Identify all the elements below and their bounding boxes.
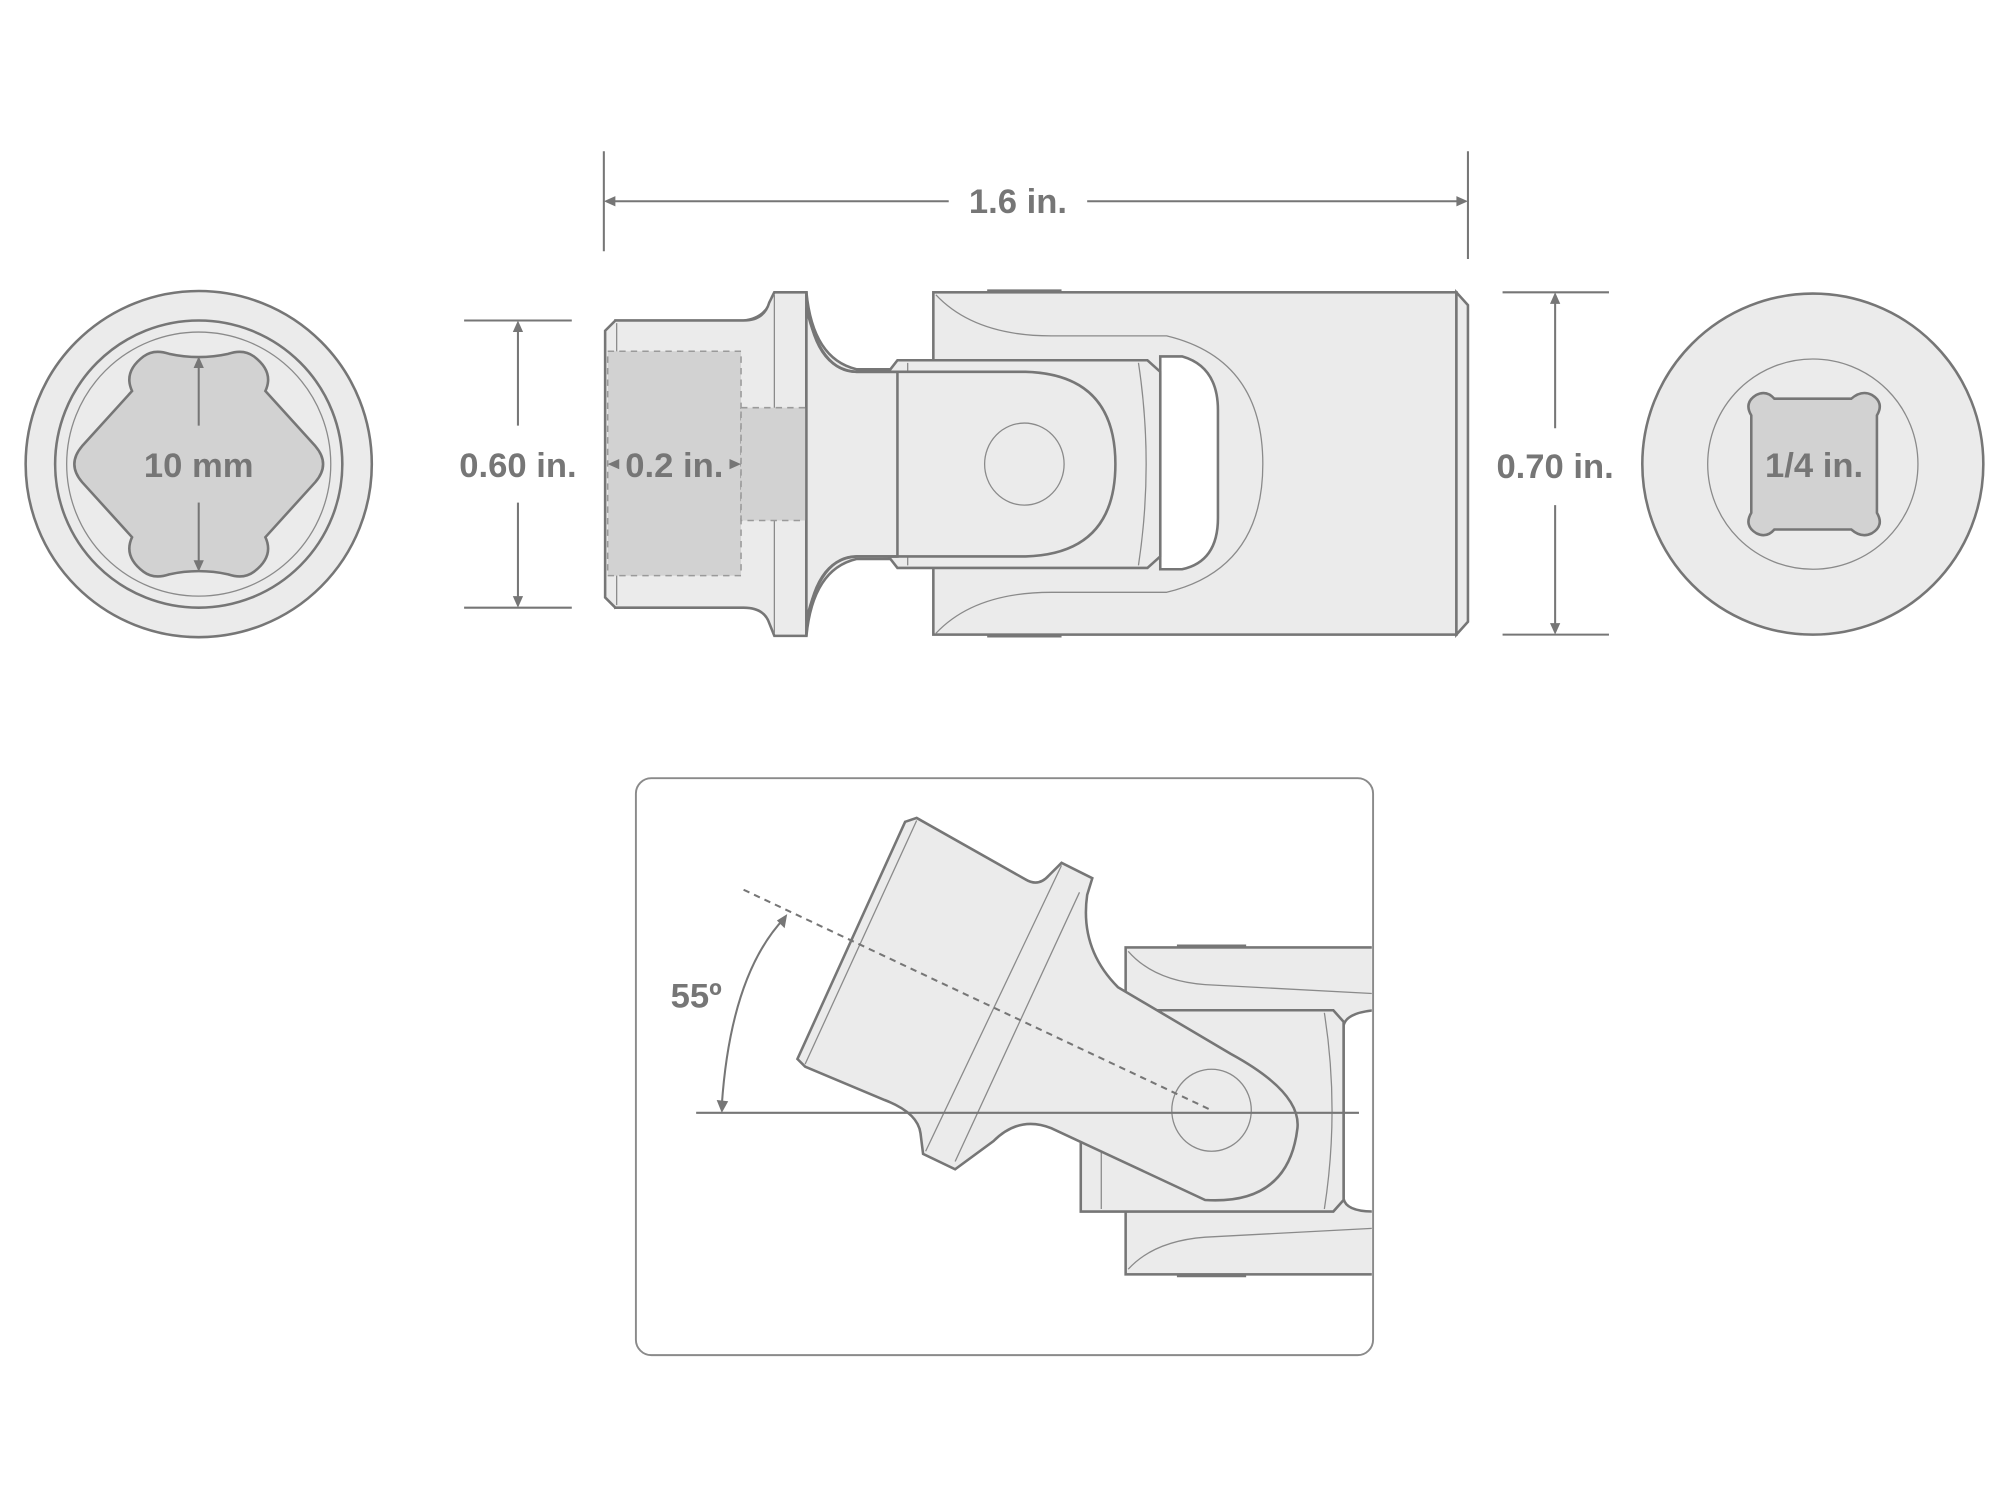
chamfer-line — [804, 820, 918, 1065]
arrow-down-icon — [1550, 623, 1561, 635]
angle-label: 55º — [671, 978, 722, 1016]
drive-diameter-label: 0.70 in. — [1496, 448, 1613, 486]
arrow-up-icon — [776, 914, 788, 929]
angle-panel: 55º — [634, 777, 1375, 1357]
drive-hole-cavity — [740, 406, 808, 522]
angle-arc — [720, 917, 786, 1106]
arrow-right-icon — [729, 458, 742, 470]
square-drive-icon — [1747, 391, 1882, 537]
yoke-contour-top — [1127, 950, 1372, 995]
cross-block-curve — [1323, 1012, 1333, 1210]
socket-cavity — [606, 350, 742, 577]
yoke-window — [1342, 1008, 1372, 1213]
rear-view-drive-end: 1/4 in. — [1641, 292, 1985, 636]
arrow-up-icon — [512, 320, 524, 333]
drive-body-chamfer — [1455, 288, 1470, 638]
yoke-window — [1158, 355, 1220, 571]
drive-size-label: 1/4 in. — [1765, 447, 1863, 485]
arrow-down-icon — [512, 596, 524, 608]
side-view: 1.6 in. 0.60 in. 0.2 in. — [459, 151, 1614, 638]
hex-size-label: 10 mm — [144, 447, 254, 485]
yoke-contour-line — [935, 294, 1264, 634]
yoke-contour-bottom — [1127, 1227, 1372, 1270]
arrow-down-icon — [193, 560, 204, 572]
neck-fill — [805, 307, 899, 621]
overall-length-label: 1.6 in. — [969, 183, 1067, 221]
flange-line-2 — [954, 892, 1081, 1162]
angled-axis-dashed-line — [743, 888, 1212, 1112]
arrow-right-icon — [1456, 196, 1468, 207]
neck-outline — [805, 294, 898, 634]
flange-line-1 — [925, 865, 1063, 1152]
drive-inner-circle — [1707, 358, 1919, 570]
pivot-pin-circle — [1171, 1068, 1252, 1152]
socket-diameter-label: 0.60 in. — [459, 447, 576, 485]
socket-depth-label: 0.2 in. — [625, 447, 723, 485]
pivot-pin-circle — [983, 422, 1065, 506]
arrow-down-icon — [716, 1100, 729, 1113]
hex-cavity-icon — [73, 350, 325, 578]
cross-block-curve — [1137, 362, 1147, 566]
yoke-tongue — [883, 370, 1117, 558]
arrow-up-icon — [1550, 292, 1561, 304]
chamfer-circle — [66, 331, 332, 597]
arrow-left-icon — [607, 458, 620, 470]
arrow-left-icon — [603, 196, 616, 207]
front-view-hex-end: 10 mm — [24, 289, 374, 639]
arrow-up-icon — [193, 356, 204, 368]
